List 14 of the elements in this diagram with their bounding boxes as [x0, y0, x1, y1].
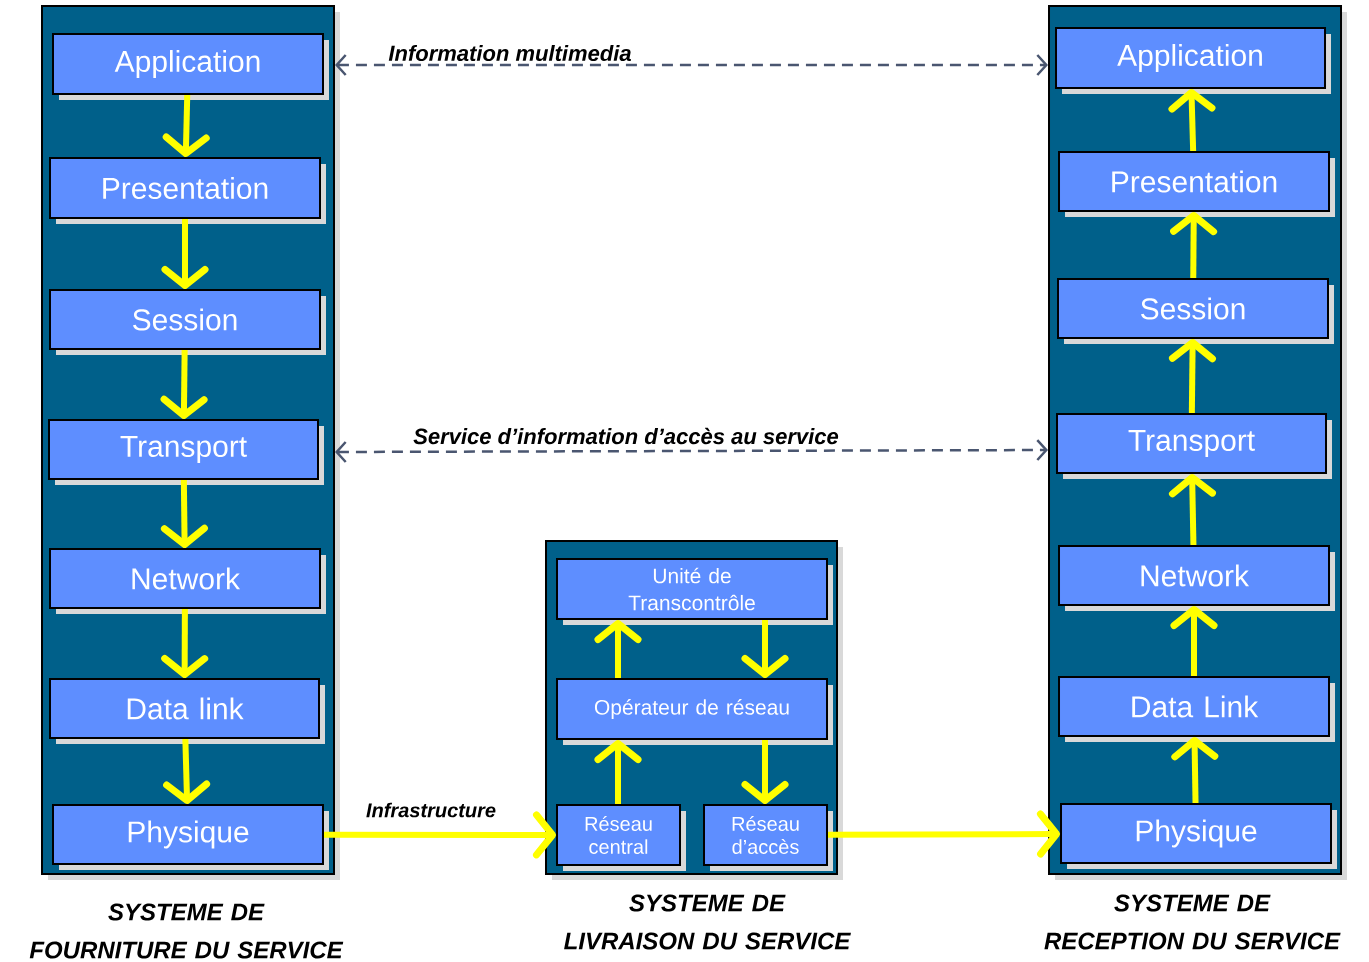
edge-label: Service d’information d’accès au service	[412, 426, 840, 446]
panel-caption: SYSTEME DE RECEPTION DU SERVICE	[1044, 894, 1341, 950]
arrow	[335, 439, 1048, 463]
panel-caption: SYSTEME DE LIVRAISON DU SERVICE	[564, 894, 851, 950]
layer-box: Réseau d’accès	[703, 804, 833, 871]
edge-label: Information multimedia	[387, 43, 633, 63]
panel-caption: SYSTEME DE FOURNITURE DU SERVICE	[29, 903, 344, 959]
arrow	[335, 54, 1048, 76]
layer-box: Unité de Transcontrôle	[556, 558, 833, 625]
layer-box: Opérateur de réseau	[556, 678, 833, 745]
layer-box: Réseau central	[556, 804, 686, 871]
arrow	[828, 810, 1060, 858]
arrow	[324, 811, 556, 859]
edge-label: Infrastructure	[365, 801, 497, 819]
